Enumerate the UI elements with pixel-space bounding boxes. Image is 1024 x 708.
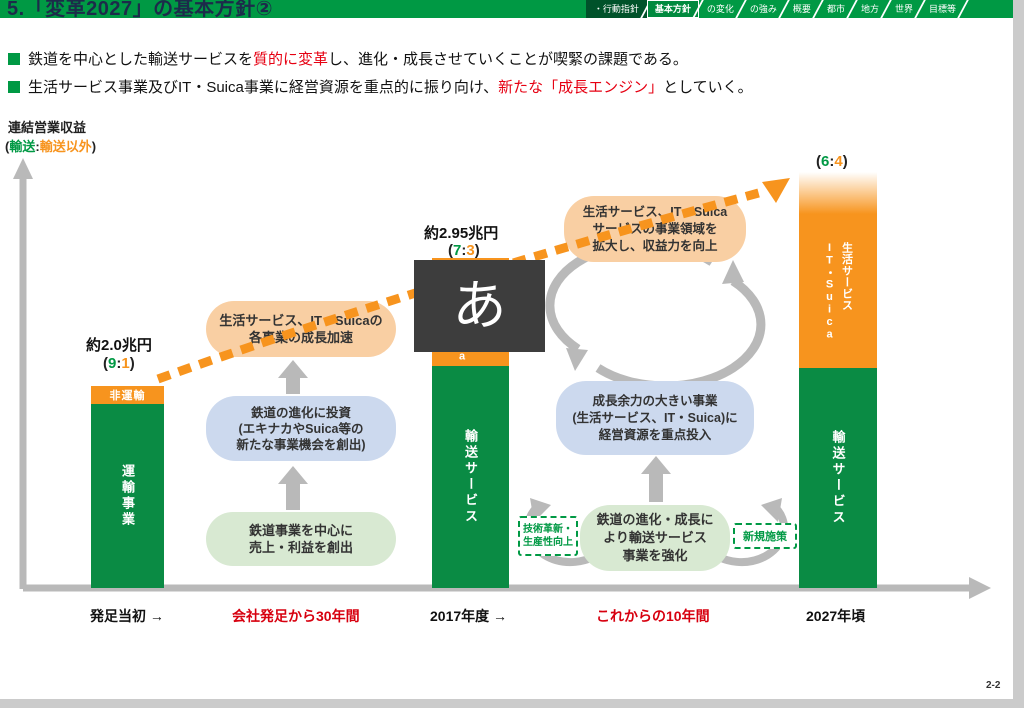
x-label-2027: 2027年頃: [806, 608, 866, 624]
x-axis-arrowhead-icon: [969, 577, 991, 599]
bullet-1-text: 鉄道を中心とした輸送サービスを質的に変革し、進化・成長させていくことが喫緊の課題…: [28, 51, 688, 68]
bar3-transport-segment: 輸送サービス: [799, 368, 877, 588]
bubble-line: 生活サービス、IT・Suica: [582, 204, 728, 219]
up-arrow-icon: [641, 456, 671, 502]
x-label-founding: 発足当初 →: [90, 608, 164, 624]
tab-basic-policy[interactable]: 基本方針: [646, 0, 699, 18]
bubble-line: 鉄道事業を中心に: [248, 523, 353, 538]
side-label-line: 技術革新・: [523, 524, 573, 535]
viewer-bottom-edge: [0, 699, 1024, 708]
growth-arrowhead-icon: [762, 178, 790, 203]
y-axis-title: 連結営業収益: [8, 120, 87, 135]
bar2-transport-segment: 輸送サービス: [432, 366, 509, 588]
bar3-ratio: (6:4): [816, 153, 848, 170]
bar3-lifeservice-segment: 生活サービス IT・Suica: [799, 214, 877, 368]
side-label-line: 生産性向上: [523, 537, 573, 548]
bubble-line: 各事業の成長加速: [248, 330, 353, 345]
bubble-growth-acceleration: 生活サービス、IT・Suicaの 各事業の成長加速: [206, 301, 396, 357]
small-cycle-arrowhead-icon: [761, 498, 782, 522]
ime-overlay: あ: [414, 260, 545, 352]
bar2-main-label: 輸送サービス: [463, 429, 478, 525]
page-title: 5.「変革2027」の基本方針②: [7, 0, 274, 18]
tab-change[interactable]: の変化: [699, 0, 742, 18]
bubble-strengthen-transport: 鉄道の進化・成長に より輸送サービス 事業を強化: [580, 505, 730, 571]
y-axis-arrowhead-icon: [13, 158, 33, 179]
bubble-resource-concentration: 成長余力の大きい事業 (生活サービス、IT・Suica)に 経営資源を重点投入: [556, 381, 754, 455]
bubble-line: サービスの事業領域を: [592, 221, 718, 236]
bubble-line: 鉄道の進化・成長に: [596, 512, 714, 527]
bar2-ratio: (7:3): [448, 242, 480, 259]
bubble-rail-profit-creation: 鉄道事業を中心に 売上・利益を創出: [206, 512, 396, 566]
ime-character: あ: [452, 276, 507, 336]
bubble-line: 経営資源を重点投入: [598, 427, 712, 442]
side-label-line: 新規施策: [743, 531, 787, 543]
cycle-arrowhead-icon: [566, 348, 588, 371]
cycle-arrow-icon: [595, 277, 766, 391]
section-nav: ・行動指針 基本方針 の変化 の強み 概要 都市 地方 世界 目標等: [585, 0, 964, 18]
tab-strength[interactable]: の強み: [742, 0, 785, 18]
bubble-line: 成長余力の大きい事業: [592, 393, 718, 408]
bar1-ratio: (9:1): [103, 355, 135, 372]
bubble-line: 拡大し、収益力を向上: [592, 238, 718, 253]
up-arrow-icon: [278, 360, 308, 394]
x-label-2017: 2017年度 →: [430, 608, 508, 624]
tab-regional[interactable]: 地方: [853, 0, 887, 18]
bullet-2: 生活サービス事業及びIT・Suica事業に経営資源を重点的に振り向け、新たな「成…: [8, 78, 753, 97]
scrollbar-track[interactable]: [1013, 0, 1024, 708]
bar1-nontransport-label: 非運輸: [109, 390, 146, 402]
bar-2027: 生活サービス IT・Suica 輸送サービス: [799, 172, 877, 588]
bar1-transport-segment: 運輸事業: [91, 404, 164, 588]
tab-targets[interactable]: 目標等: [921, 0, 964, 18]
bullet-2-text: 生活サービス事業及びIT・Suica事業に経営資源を重点的に振り向け、新たな「成…: [28, 79, 753, 96]
y-axis-subtitle: (輸送:輸送以外): [5, 139, 97, 154]
bubble-line: 鉄道の進化に投資: [250, 405, 351, 420]
tab-overview[interactable]: 概要: [785, 0, 819, 18]
bar-founding-period: 非運輸 運輸事業: [91, 386, 164, 588]
bubble-line: 新たな事業機会を創出): [236, 437, 366, 452]
bar3-main-label: 輸送サービス: [830, 430, 846, 526]
bubble-line: 生活サービス、IT・Suicaの: [219, 313, 383, 328]
bullet-1: 鉄道を中心とした輸送サービスを質的に変革し、進化・成長させていくことが喫緊の課題…: [8, 50, 688, 69]
tab-world[interactable]: 世界: [887, 0, 921, 18]
bubble-line: 事業を強化: [622, 548, 688, 563]
x-label-30-years: 会社発足から30年間: [232, 608, 360, 624]
bullet-marker: [8, 81, 20, 93]
bar2-amount: 約2.95兆円: [424, 225, 499, 242]
bar1-amount: 約2.0兆円: [86, 337, 152, 354]
tab-city[interactable]: 都市: [819, 0, 853, 18]
bullet-marker: [8, 53, 20, 65]
bubble-expand-business-domain: 生活サービス、IT・Suica サービスの事業領域を 拡大し、収益力を向上: [564, 196, 746, 262]
tab-action-guideline[interactable]: ・行動指針: [585, 0, 647, 18]
bubble-line: 売上・利益を創出: [248, 540, 353, 555]
bubble-rail-evolution-investment: 鉄道の進化に投資 (エキナカやSuica等の 新たな事業機会を創出): [206, 396, 396, 461]
bar1-main-label: 運輸事業: [120, 464, 135, 528]
bar1-nontransport-segment: 非運輸: [91, 386, 164, 404]
x-label-next-10-years: これからの10年間: [596, 608, 710, 624]
bar3-lifeservice-labels: 生活サービス IT・Suica: [821, 242, 856, 341]
cycle-arrowhead-icon: [722, 260, 744, 284]
bar3-itsuica-label: IT・Suica: [823, 241, 836, 341]
bar3-lifeservice-label: 生活サービス: [840, 241, 853, 311]
bubble-line: (生活サービス、IT・Suica)に: [572, 410, 738, 425]
label-tech-innovation: 技術革新・ 生産性向上: [518, 516, 578, 556]
label-new-measures: 新規施策: [733, 523, 797, 549]
up-arrow-icon: [278, 466, 308, 510]
bubble-line: (エキナカやSuica等の: [238, 421, 364, 436]
bar3-growth-gradient: [799, 172, 877, 214]
bubble-line: より輸送サービス: [603, 530, 707, 545]
page-number: 2-2: [986, 680, 1001, 691]
